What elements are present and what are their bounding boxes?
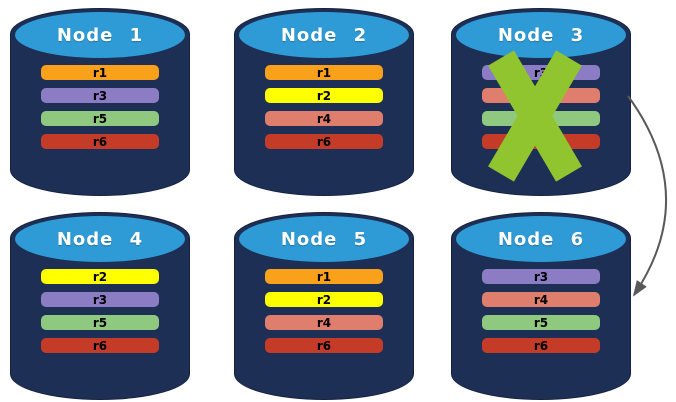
node-1: Node 1 r1 r3 r5 r6 (10, 8, 190, 196)
replica-label: r1 (316, 65, 332, 80)
replica-list: r3 r4 r5 r6 (482, 65, 600, 157)
replica-bar: r2 (265, 88, 383, 103)
replica-label: r3 (92, 88, 108, 103)
replica-bar: r1 (41, 65, 159, 80)
cylinder-cap: Node 1 (15, 12, 185, 58)
replica-bar: r4 (265, 111, 383, 126)
node-4: Node 4 r2 r3 r5 r6 (10, 212, 190, 400)
replica-label: r3 (533, 65, 549, 80)
replica-label: r4 (316, 111, 332, 126)
replica-bar: r1 (265, 65, 383, 80)
node-6: Node 6 r3 r4 r5 r6 (451, 212, 631, 400)
replica-label: r5 (533, 111, 549, 126)
replica-bar: r3 (41, 88, 159, 103)
replica-label: r6 (92, 134, 108, 149)
cylinder-cap: Node 2 (239, 12, 409, 58)
replica-list: r1 r2 r4 r6 (265, 269, 383, 361)
replica-bar: r4 (482, 292, 600, 307)
replica-bar: r3 (482, 65, 600, 80)
replica-list: r1 r3 r5 r6 (41, 65, 159, 157)
replica-bar: r1 (265, 269, 383, 284)
node-title: Node 5 (280, 228, 368, 250)
replica-bar: r5 (482, 315, 600, 330)
replica-bar: r6 (41, 338, 159, 353)
replica-list: r2 r3 r5 r6 (41, 269, 159, 361)
replica-label: r2 (316, 292, 332, 307)
replica-bar: r6 (482, 338, 600, 353)
replica-bar: r5 (482, 111, 600, 126)
replica-label: r6 (92, 338, 108, 353)
replica-bar: r6 (265, 134, 383, 149)
cylinder-cap: Node 4 (15, 216, 185, 262)
replica-label: r3 (92, 292, 108, 307)
replica-label: r5 (533, 315, 549, 330)
replica-label: r1 (316, 269, 332, 284)
node-title: Node 4 (56, 228, 144, 250)
replica-bar: r6 (41, 134, 159, 149)
replica-label: r5 (92, 111, 108, 126)
replica-list: r3 r4 r5 r6 (482, 269, 600, 361)
replica-label: r4 (533, 292, 549, 307)
replica-bar: r5 (41, 315, 159, 330)
replica-list: r1 r2 r4 r6 (265, 65, 383, 157)
replica-bar: r3 (482, 269, 600, 284)
node-5: Node 5 r1 r2 r4 r6 (234, 212, 414, 400)
cylinder-cap: Node 3 (456, 12, 626, 58)
replica-bar: r4 (265, 315, 383, 330)
replica-label: r6 (533, 134, 549, 149)
cylinder-cap: Node 5 (239, 216, 409, 262)
replica-label: r4 (533, 88, 549, 103)
node-title: Node 1 (56, 24, 144, 46)
node-title: Node 3 (497, 24, 585, 46)
replica-label: r4 (316, 315, 332, 330)
replica-label: r6 (316, 338, 332, 353)
replica-label: r5 (92, 315, 108, 330)
replica-bar: r2 (41, 269, 159, 284)
replica-label: r2 (92, 269, 108, 284)
replica-label: r6 (533, 338, 549, 353)
node-title: Node 2 (280, 24, 368, 46)
replica-label: r2 (316, 88, 332, 103)
replica-label: r6 (316, 134, 332, 149)
replica-bar: r6 (265, 338, 383, 353)
replica-bar: r6 (482, 134, 600, 149)
replica-bar: r5 (41, 111, 159, 126)
cylinder-cap: Node 6 (456, 216, 626, 262)
node-2: Node 2 r1 r2 r4 r6 (234, 8, 414, 196)
replica-bar: r4 (482, 88, 600, 103)
replica-label: r1 (92, 65, 108, 80)
replica-bar: r3 (41, 292, 159, 307)
replica-bar: r2 (265, 292, 383, 307)
replica-label: r3 (533, 269, 549, 284)
node-title: Node 6 (497, 228, 585, 250)
node-3: Node 3 r3 r4 r5 r6 (451, 8, 631, 196)
